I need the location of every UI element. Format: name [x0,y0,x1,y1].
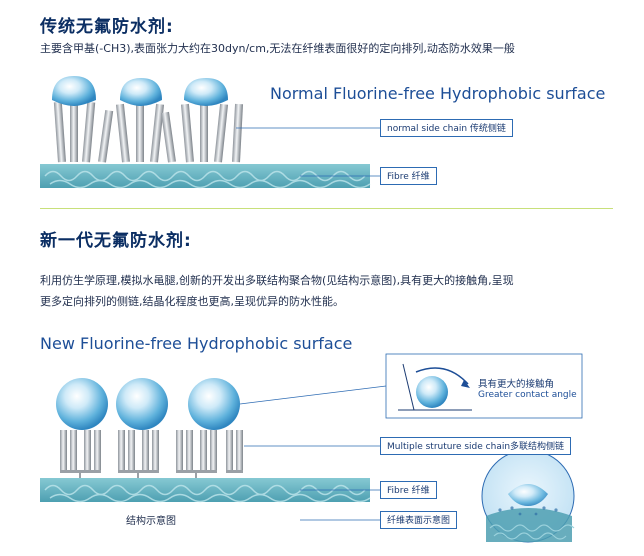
heading-traditional: 传统无氟防水剂: [40,17,174,37]
droplets-2 [56,378,240,430]
normal-side-chains [53,100,244,163]
label-normal-side-chain: normal side chain 传统侧链 [380,119,513,137]
structure-caption: 结构示意图 [126,516,176,527]
desc-new-gen-line2: 更多定向排列的侧链,结晶化程度也更高,呈现优异的防水性能。 [40,295,344,308]
fibre-texture-2 [44,484,371,503]
chain-group [60,430,101,478]
fibre-texture-1 [44,170,371,189]
heading-new-gen: 新一代无氟防水剂: [40,231,192,251]
diagram-title-normal: Normal Fluorine-free Hydrophobic surface [270,84,606,103]
fibre-surface-magnified [481,449,575,543]
multiple-side-chains [60,430,243,478]
contact-angle-en: Greater contact angle [478,390,577,400]
contact-angle-cn: 具有更大的接触角 [478,379,555,390]
diagram-title-new: New Fluorine-free Hydrophobic surface [40,334,353,353]
label-fibre-2: Fibre 纤维 [380,481,437,499]
desc-traditional: 主要含甲基(-CH3),表面张力大约在30dyn/cm,无法在纤维表面很好的定向… [40,42,515,55]
new-diagram [40,353,583,543]
label-fibre-surface: 纤维表面示意图 [380,511,458,529]
desc-new-gen-line1: 利用仿生学原理,模拟水黾腿,创新的开发出多联结构聚合物(见结构示意图),具有更大… [40,274,514,287]
droplets-1 [52,76,228,106]
contact-angle-illustration [398,363,472,411]
section-divider [40,208,613,209]
label-multiple-side-chain: Multiple struture side chain多联结构侧链 [380,437,572,455]
label-fibre-1: Fibre 纤维 [380,167,437,185]
normal-diagram [40,76,380,189]
